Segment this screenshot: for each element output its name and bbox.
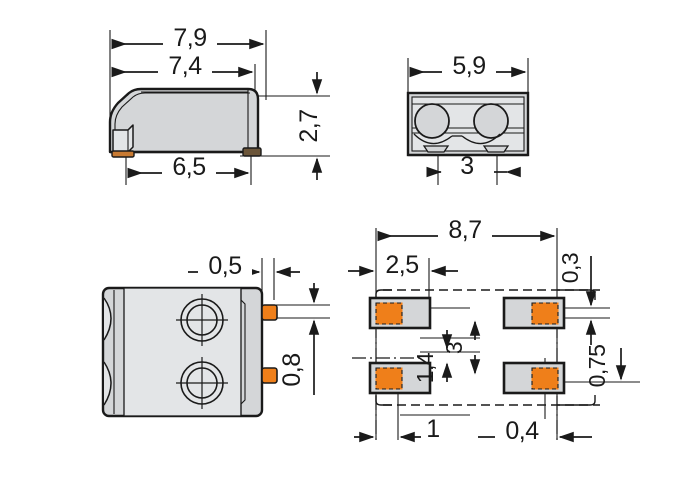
side-view-solder-pad-right — [242, 147, 262, 157]
dim-1: 1 — [354, 415, 440, 443]
footprint-body-outline — [383, 289, 600, 406]
top-view-body — [101, 286, 264, 418]
dim-0-3-label: 0,3 — [557, 253, 583, 283]
dim-5-9: 5,9 — [409, 52, 527, 80]
dim-0-8: 0,8 — [278, 283, 320, 395]
dim-7-9-label: 7,9 — [173, 24, 206, 52]
dim-0-75: 0,75 — [584, 319, 627, 388]
pcb-footprint-view: 8,7 2,5 0,3 0,75 3 1,4 — [348, 216, 640, 445]
dim-0-3: 0,3 — [557, 253, 597, 307]
dim-0-5-label: 0,5 — [208, 252, 241, 280]
side-view: 7,9 7,4 2,7 6,5 — [108, 24, 330, 185]
front-view-funnels — [413, 133, 501, 145]
dim-3-front-label: 3 — [460, 152, 473, 180]
top-view-solder-tab-lower — [261, 367, 278, 384]
front-view: 5,9 3 — [406, 52, 530, 185]
dim-2-7: 2,7 — [295, 72, 323, 180]
dim-0-4-label: 0,4 — [505, 417, 539, 445]
front-view-cavity-left — [414, 103, 450, 139]
dim-2-5-label: 2,5 — [385, 251, 418, 279]
dim-5-9-label: 5,9 — [452, 52, 485, 80]
top-view-entry-lower — [176, 357, 228, 409]
dim-3-footprint-label: 3 — [441, 342, 467, 354]
dim-1-4-label: 1,4 — [412, 352, 438, 383]
dim-8-7: 8,7 — [377, 216, 556, 244]
dim-7-4: 7,4 — [111, 52, 254, 80]
footprint-pad-top-right — [502, 296, 566, 330]
dim-8-7-label: 8,7 — [448, 216, 481, 244]
dim-6-5-label: 6,5 — [172, 153, 205, 181]
dim-0-75-label: 0,75 — [584, 345, 610, 388]
dim-2-7-label: 2,7 — [295, 109, 323, 142]
footprint-center-lines — [352, 300, 558, 440]
dim-2-5: 2,5 — [348, 251, 458, 279]
dim-1-4: 1,4 — [412, 330, 453, 383]
dim-0-8-label: 0,8 — [278, 353, 306, 386]
top-view-solder-tab-upper — [261, 304, 278, 321]
dim-3-front: 3 — [426, 152, 521, 180]
footprint-pad-bottom-left — [368, 361, 432, 395]
top-view-lever-slots — [103, 297, 112, 406]
top-view: 0,5 0,8 — [101, 252, 330, 418]
footprint-pad-bottom-right — [502, 361, 566, 395]
footprint-pad-top-left — [368, 296, 432, 330]
dim-1-label: 1 — [426, 415, 439, 443]
dim-7-9: 7,9 — [111, 24, 265, 52]
dim-7-4-label: 7,4 — [168, 52, 202, 80]
front-view-feet — [408, 145, 528, 157]
side-view-solder-pad-left — [111, 150, 135, 158]
dim-0-5: 0,5 — [188, 252, 300, 280]
dim-0-4: 0,4 — [478, 417, 592, 445]
top-view-entry-upper — [176, 294, 228, 346]
dim-6-5: 6,5 — [127, 153, 250, 181]
front-view-cavity-right — [473, 103, 509, 139]
